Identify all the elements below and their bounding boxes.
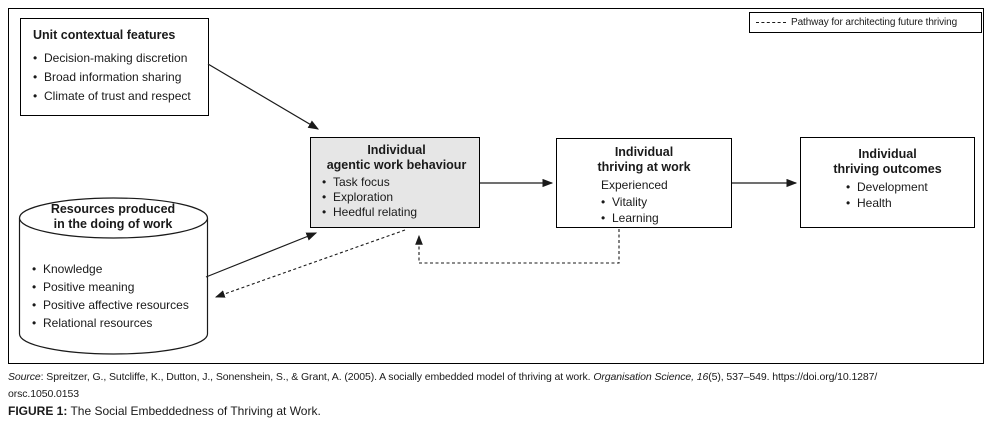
bullet-list: Knowledge Positive meaning Positive affe… xyxy=(32,260,202,332)
box-title-line1: Individual xyxy=(858,147,917,161)
cylinder-title-line1: Resources produced xyxy=(50,202,176,216)
bullet-item: Heedful relating xyxy=(322,205,471,220)
source-label: Source xyxy=(8,371,41,383)
bullet-item: Vitality xyxy=(601,194,723,211)
bullet-item: Positive affective resources xyxy=(32,296,202,314)
source-line1: Source: Spreitzer, G., Sutcliffe, K., Du… xyxy=(8,369,996,386)
bullet-item: Exploration xyxy=(322,190,471,205)
legend: Pathway for architecting future thriving xyxy=(749,12,982,33)
box-content: Experienced Vitality Learning xyxy=(601,177,723,227)
resources-cylinder: Resources produced in the doing of work … xyxy=(18,196,210,358)
thriving-at-work-box: Individual thriving at work Experienced … xyxy=(556,138,732,228)
box-title: Individual thriving at work xyxy=(565,145,723,175)
bullet-item: Relational resources xyxy=(32,314,202,332)
bullet-item: Development xyxy=(846,180,966,196)
bullet-list: Vitality Learning xyxy=(601,194,723,227)
dashed-line-sample xyxy=(756,22,786,23)
bullet-item: Knowledge xyxy=(32,260,202,278)
box-title-line2: thriving at work xyxy=(597,160,691,174)
bullet-item: Climate of trust and respect xyxy=(33,87,198,106)
figure-label: FIGURE 1: xyxy=(8,404,68,418)
unit-contextual-features-box: Unit contextual features Decision-making… xyxy=(20,18,209,116)
cylinder-title-line2: in the doing of work xyxy=(53,217,173,231)
bullet-item: Task focus xyxy=(322,175,471,190)
bullet-item: Health xyxy=(846,196,966,212)
source-text: : Spreitzer, G., Sutcliffe, K., Dutton, … xyxy=(40,371,594,383)
source-line2: orsc.1050.0153 xyxy=(8,387,79,400)
box-title-line2: agentic work behaviour xyxy=(326,158,467,172)
experienced-label: Experienced xyxy=(601,178,668,192)
box-title: Individual agentic work behaviour xyxy=(322,143,471,173)
source-text-tail: (5), 537–549. https://doi.org/10.1287/ xyxy=(708,371,878,383)
box-title-line1: Individual xyxy=(367,143,426,157)
bullet-list: Development Health xyxy=(846,180,966,211)
bullet-item: Learning xyxy=(601,210,723,227)
bullet-list: Decision-making discretion Broad informa… xyxy=(33,49,198,106)
bullet-item: Positive meaning xyxy=(32,278,202,296)
box-title-line2: thriving outcomes xyxy=(833,162,942,176)
figure-caption: FIGURE 1: The Social Embeddedness of Thr… xyxy=(8,404,321,418)
cylinder-title: Resources produced in the doing of work xyxy=(18,202,208,232)
box-title: Individual thriving outcomes xyxy=(809,147,966,177)
source-caption: Source: Spreitzer, G., Sutcliffe, K., Du… xyxy=(8,369,996,402)
bullet-item: Broad information sharing xyxy=(33,68,198,87)
box-title: Unit contextual features xyxy=(33,28,176,42)
bullet-item: Decision-making discretion xyxy=(33,49,198,68)
source-journal: Organisation Science, 16 xyxy=(593,371,709,383)
legend-label: Pathway for architecting future thriving xyxy=(791,17,958,28)
bullet-list: Task focus Exploration Heedful relating xyxy=(322,175,471,220)
figure-title: The Social Embeddedness of Thriving at W… xyxy=(67,404,321,418)
box-title-line1: Individual xyxy=(614,145,674,159)
agentic-work-behaviour-box: Individual agentic work behaviour Task f… xyxy=(310,137,480,228)
thriving-outcomes-box: Individual thriving outcomes Development… xyxy=(800,137,975,228)
